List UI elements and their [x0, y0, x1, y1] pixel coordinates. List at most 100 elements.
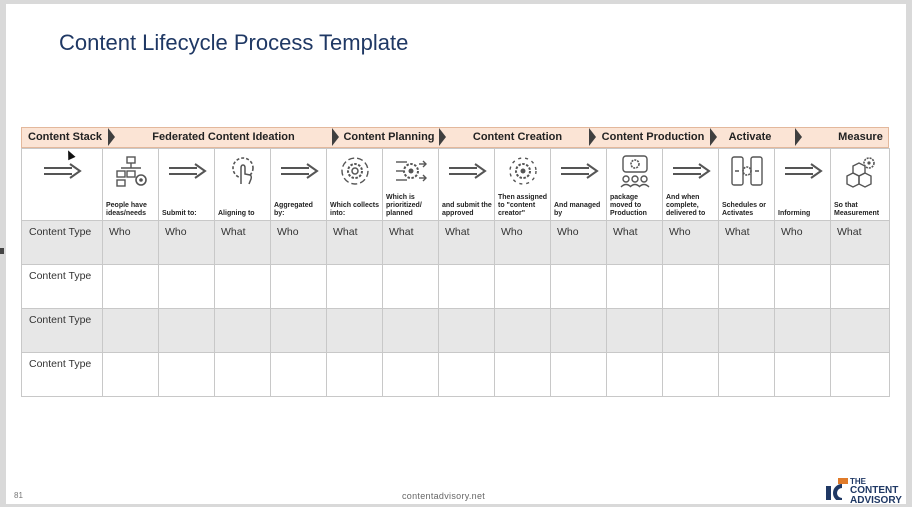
- table-cell: [270, 308, 327, 353]
- step-cell: Schedules or Activates: [718, 148, 775, 221]
- phase-content-planning: Content Planning: [343, 131, 435, 143]
- logo-text-content: CONTENT: [850, 485, 899, 496]
- table-cell: [606, 264, 663, 309]
- table-cell: [550, 264, 607, 309]
- step-cell: And managed by: [550, 148, 607, 221]
- gear-cycle-icon: [340, 157, 369, 185]
- table-cell: [382, 308, 439, 353]
- table-cell: What: [830, 220, 890, 265]
- phase-bar: Content Stack Federated Content Ideation…: [21, 127, 889, 148]
- devices-gear-icon: [730, 156, 763, 186]
- table-row: Content Type: [21, 264, 890, 309]
- table-cell: [718, 352, 775, 397]
- table-cell: Who: [662, 220, 719, 265]
- row-label: Content Type: [21, 264, 103, 309]
- table-cell: [270, 264, 327, 309]
- table-cell: Who: [158, 220, 215, 265]
- table-cell: [438, 308, 495, 353]
- right-arrow-icon: [448, 163, 487, 179]
- chevron-icon: [108, 128, 115, 146]
- step-cell: Submit to:: [158, 148, 215, 221]
- phase-content-creation: Content Creation: [472, 131, 563, 143]
- process-table: People have ideas/needs Submit to: Align…: [21, 148, 890, 397]
- table-cell: What: [326, 220, 383, 265]
- table-cell: Who: [270, 220, 327, 265]
- table-cell: [214, 308, 271, 353]
- icon-row: People have ideas/needs Submit to: Align…: [21, 148, 890, 221]
- slide: Content Lifecycle Process Template Conte…: [6, 4, 906, 506]
- right-arrow-icon: [168, 163, 207, 179]
- footer-url: contentadvisory.net: [402, 491, 486, 501]
- step-cell: People have ideas/needs: [102, 148, 159, 221]
- logo-text-the: THE: [850, 477, 866, 486]
- step-cell: and submit the approved: [438, 148, 495, 221]
- table-cell: [270, 352, 327, 397]
- table-cell: [606, 308, 663, 353]
- table-cell: Who: [774, 220, 831, 265]
- table-cell: [382, 352, 439, 397]
- table-cell: What: [438, 220, 495, 265]
- phase-measure: Measure: [838, 131, 883, 143]
- chevron-icon: [710, 128, 717, 146]
- content-advisory-logo: THE CONTENT ADVISORY: [826, 476, 906, 506]
- table-cell: [438, 352, 495, 397]
- step-cell: package moved to Production: [606, 148, 663, 221]
- table-cell: [774, 352, 831, 397]
- table-cell: [662, 308, 719, 353]
- table-cell: What: [718, 220, 775, 265]
- table-row: Content Type: [21, 352, 890, 397]
- logo-text-advisory: ADVISORY: [850, 495, 902, 506]
- row-label: Content Type: [21, 308, 103, 353]
- table-cell: [494, 264, 551, 309]
- phase-federated-ideation: Federated Content Ideation: [152, 131, 295, 143]
- hand-gear-icon: [231, 157, 254, 185]
- window-edge-marker: [0, 248, 4, 254]
- table-cell: Who: [102, 220, 159, 265]
- table-cell: [830, 352, 890, 397]
- step-cell: Informing: [774, 148, 831, 221]
- table-row: Content Type: [21, 308, 890, 353]
- table-cell: [158, 264, 215, 309]
- table-cell: Who: [550, 220, 607, 265]
- process-grid: Content Stack Federated Content Ideation…: [21, 127, 890, 397]
- table-cell: [214, 264, 271, 309]
- step-cell: Aggregated by:: [270, 148, 327, 221]
- chevron-icon: [589, 128, 596, 146]
- phase-content-stack: Content Stack: [28, 131, 102, 143]
- table-cell: [718, 264, 775, 309]
- step-cell: Which collects into:: [326, 148, 383, 221]
- table-cell: Who: [494, 220, 551, 265]
- chevron-icon: [439, 128, 446, 146]
- table-cell: [326, 264, 383, 309]
- logo-mark-icon: [826, 478, 848, 500]
- table-cell: [830, 308, 890, 353]
- table-cell: What: [382, 220, 439, 265]
- table-cell: [550, 352, 607, 397]
- table-row: Content Type Who Who What Who What What …: [21, 220, 890, 265]
- right-arrow-icon: [784, 163, 823, 179]
- boxes-gear-icon: [846, 157, 875, 188]
- right-arrow-icon: [44, 163, 82, 179]
- right-arrow-icon: [672, 163, 711, 179]
- table-cell: What: [214, 220, 271, 265]
- table-cell: [662, 352, 719, 397]
- table-cell: [326, 308, 383, 353]
- gear-arrows-icon: [395, 160, 427, 182]
- table-cell: [830, 264, 890, 309]
- table-cell: [102, 352, 159, 397]
- table-cell: [102, 264, 159, 309]
- page-title: Content Lifecycle Process Template: [59, 30, 409, 55]
- table-cell: [718, 308, 775, 353]
- right-arrow-icon: [560, 163, 599, 179]
- table-cell: [494, 352, 551, 397]
- step-cell: Which is prioritized/ planned: [382, 148, 439, 221]
- step-cell: [21, 148, 103, 221]
- chevron-icon: [332, 128, 339, 146]
- right-arrow-icon: [280, 163, 319, 179]
- step-cell: Aligning to: [214, 148, 271, 221]
- table-cell: [214, 352, 271, 397]
- table-cell: [158, 308, 215, 353]
- row-label: Content Type: [21, 220, 103, 265]
- phase-content-production: Content Production: [601, 131, 705, 143]
- step-cell: Then assigned to "content creator": [494, 148, 551, 221]
